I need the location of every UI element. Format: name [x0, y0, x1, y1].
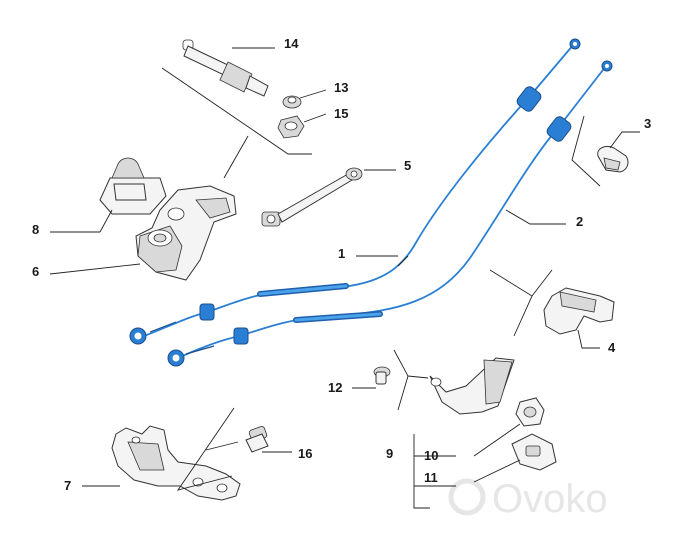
callout-15: 15 — [334, 106, 348, 121]
callout-12: 12 — [328, 380, 342, 395]
callout-13: 13 — [334, 80, 348, 95]
callout-8: 8 — [32, 222, 39, 237]
callout-6: 6 — [32, 264, 39, 279]
part-15-nut — [277, 115, 305, 139]
part-14-shaft — [182, 39, 269, 97]
part-9-bracket — [429, 357, 515, 415]
part-2-cable — [167, 60, 613, 367]
callout-16: 16 — [298, 446, 312, 461]
part-4-bracket — [543, 287, 615, 335]
watermark-logo-icon — [448, 478, 486, 516]
part-7-plate — [111, 425, 241, 501]
part-3-clip — [597, 145, 629, 173]
watermark-text: Ovoko — [492, 477, 608, 521]
callout-7: 7 — [64, 478, 71, 493]
part-16-bolt — [245, 426, 269, 453]
callout-5: 5 — [404, 158, 411, 173]
callout-10: 10 — [424, 448, 438, 463]
part-10-clip — [515, 397, 545, 427]
part-13-nut — [282, 95, 302, 109]
callout-4: 4 — [608, 340, 616, 355]
part-8-mount — [99, 157, 167, 215]
part-11-clip — [511, 433, 557, 471]
part-5-rod — [261, 167, 363, 227]
part-6-housing — [135, 185, 237, 281]
callout-2: 2 — [576, 214, 583, 229]
callout-9: 9 — [386, 446, 393, 461]
part-1-cable — [129, 38, 581, 345]
callout-3: 3 — [644, 116, 651, 131]
callout-14: 14 — [284, 36, 299, 51]
watermark: Ovoko — [448, 477, 608, 521]
part-12-screw — [373, 366, 391, 385]
callout-11: 11 — [424, 470, 438, 485]
callout-1: 1 — [338, 246, 345, 261]
